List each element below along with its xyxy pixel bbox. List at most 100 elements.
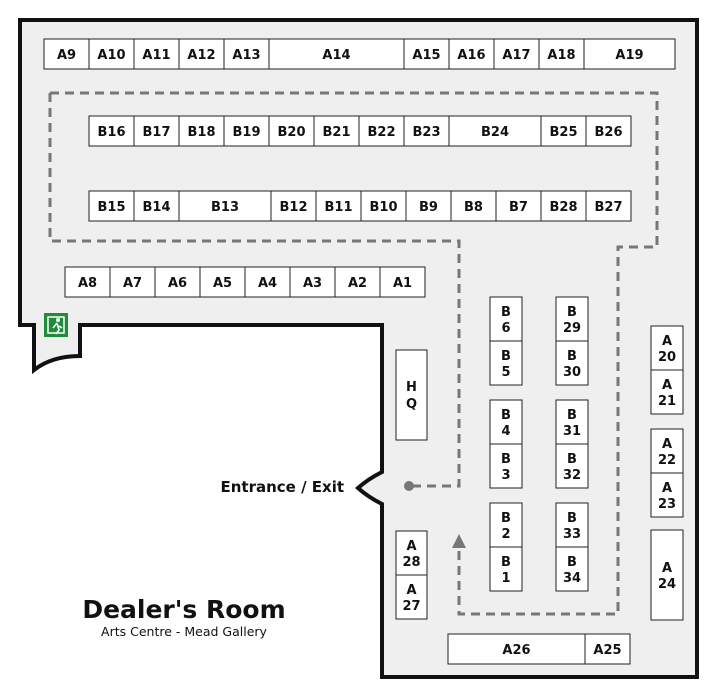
booth-b30[interactable]: B30 bbox=[555, 340, 589, 386]
booth-b27[interactable]: B27 bbox=[585, 190, 632, 222]
booth-b22[interactable]: B22 bbox=[358, 115, 405, 147]
booth-a14[interactable]: A14 bbox=[268, 38, 405, 70]
booth-label: B23 bbox=[413, 125, 441, 140]
booth-a18[interactable]: A18 bbox=[538, 38, 585, 70]
booth-label: B15 bbox=[98, 200, 126, 215]
booth-a28[interactable]: A28 bbox=[395, 530, 428, 576]
booth-b20[interactable]: B20 bbox=[268, 115, 315, 147]
booth-b13[interactable]: B13 bbox=[178, 190, 272, 222]
booth-label: A12 bbox=[187, 48, 215, 63]
booth-label: A16 bbox=[457, 48, 485, 63]
booth-b14[interactable]: B14 bbox=[133, 190, 180, 222]
booth-b33[interactable]: B33 bbox=[555, 502, 589, 548]
booth-b18[interactable]: B18 bbox=[178, 115, 225, 147]
booth-label: 3 bbox=[501, 468, 510, 483]
booth-label: B bbox=[501, 452, 511, 467]
booth-label: B19 bbox=[233, 125, 261, 140]
walking-route-inner bbox=[48, 93, 461, 488]
booth-label: 6 bbox=[501, 321, 510, 336]
emergency-exit-icon bbox=[44, 313, 68, 337]
booth-a23[interactable]: A23 bbox=[650, 472, 684, 518]
floor-wall bbox=[18, 18, 699, 679]
booth-b31[interactable]: B31 bbox=[555, 399, 589, 445]
booth-a20[interactable]: A20 bbox=[650, 325, 684, 371]
booth-b26[interactable]: B26 bbox=[585, 115, 632, 147]
booth-label: A8 bbox=[78, 276, 97, 291]
booth-label: B9 bbox=[419, 200, 438, 215]
booth-b1[interactable]: B1 bbox=[489, 546, 523, 592]
booth-b23[interactable]: B23 bbox=[403, 115, 450, 147]
booth-label: A18 bbox=[547, 48, 575, 63]
booth-label: A7 bbox=[123, 276, 142, 291]
booth-label: A17 bbox=[502, 48, 530, 63]
booth-a11[interactable]: A11 bbox=[133, 38, 180, 70]
booth-label: A15 bbox=[412, 48, 440, 63]
booth-b7[interactable]: B7 bbox=[495, 190, 542, 222]
booth-b11[interactable]: B11 bbox=[315, 190, 362, 222]
booth-label: 31 bbox=[563, 424, 581, 439]
booth-b34[interactable]: B34 bbox=[555, 546, 589, 592]
booth-a10[interactable]: A10 bbox=[88, 38, 135, 70]
booth-a13[interactable]: A13 bbox=[223, 38, 270, 70]
booth-a15[interactable]: A15 bbox=[403, 38, 450, 70]
booth-b21[interactable]: B21 bbox=[313, 115, 360, 147]
booth-b6[interactable]: B6 bbox=[489, 296, 523, 342]
booth-b17[interactable]: B17 bbox=[133, 115, 180, 147]
booth-b9[interactable]: B9 bbox=[405, 190, 452, 222]
booth-label: 28 bbox=[402, 555, 420, 570]
booth-label: B bbox=[501, 408, 511, 423]
booth-a8[interactable]: A8 bbox=[64, 266, 111, 298]
booth-a2[interactable]: A2 bbox=[334, 266, 381, 298]
booth-a5[interactable]: A5 bbox=[199, 266, 246, 298]
booth-b8[interactable]: B8 bbox=[450, 190, 497, 222]
booth-a7[interactable]: A7 bbox=[109, 266, 156, 298]
booth-a17[interactable]: A17 bbox=[493, 38, 540, 70]
booth-a22[interactable]: A22 bbox=[650, 428, 684, 474]
booth-label: 30 bbox=[563, 365, 581, 380]
booth-b28[interactable]: B28 bbox=[540, 190, 587, 222]
booth-a3[interactable]: A3 bbox=[289, 266, 336, 298]
booth-label: A19 bbox=[615, 48, 643, 63]
booth-a4[interactable]: A4 bbox=[244, 266, 291, 298]
booth-label: A14 bbox=[322, 48, 350, 63]
booth-label: B bbox=[501, 555, 511, 570]
booth-label: 33 bbox=[563, 527, 581, 542]
booth-b12[interactable]: B12 bbox=[270, 190, 317, 222]
booth-b29[interactable]: B29 bbox=[555, 296, 589, 342]
booth-b32[interactable]: B32 bbox=[555, 443, 589, 489]
booth-b24[interactable]: B24 bbox=[448, 115, 542, 147]
booth-label: B17 bbox=[143, 125, 171, 140]
booth-a1[interactable]: A1 bbox=[379, 266, 426, 298]
booth-b15[interactable]: B15 bbox=[88, 190, 135, 222]
booth-a6[interactable]: A6 bbox=[154, 266, 201, 298]
booth-label: B bbox=[567, 555, 577, 570]
booth-label: 4 bbox=[501, 424, 510, 439]
booth-b16[interactable]: B16 bbox=[88, 115, 135, 147]
booth-b10[interactable]: B10 bbox=[360, 190, 407, 222]
booth-label: 32 bbox=[563, 468, 581, 483]
booth-b5[interactable]: B5 bbox=[489, 340, 523, 386]
booth-a24[interactable]: A24 bbox=[650, 529, 684, 621]
booth-a12[interactable]: A12 bbox=[178, 38, 225, 70]
booth-b2[interactable]: B2 bbox=[489, 502, 523, 548]
booth-b3[interactable]: B3 bbox=[489, 443, 523, 489]
booth-label: A25 bbox=[593, 643, 621, 658]
booth-a19[interactable]: A19 bbox=[583, 38, 676, 70]
booth-label: A4 bbox=[258, 276, 277, 291]
booth-a16[interactable]: A16 bbox=[448, 38, 495, 70]
booth-label: 20 bbox=[658, 350, 676, 365]
booth-label: 34 bbox=[563, 571, 581, 586]
booth-b25[interactable]: B25 bbox=[540, 115, 587, 147]
booth-a21[interactable]: A21 bbox=[650, 369, 684, 415]
booth-label: Q bbox=[406, 397, 417, 412]
booth-a25[interactable]: A25 bbox=[584, 633, 631, 665]
booth-b19[interactable]: B19 bbox=[223, 115, 270, 147]
booth-a9[interactable]: A9 bbox=[43, 38, 90, 70]
booth-label: B7 bbox=[509, 200, 528, 215]
booth-label: B8 bbox=[464, 200, 483, 215]
booth-hq[interactable]: HQ bbox=[395, 349, 428, 441]
booth-b4[interactable]: B4 bbox=[489, 399, 523, 445]
booth-a27[interactable]: A27 bbox=[395, 574, 428, 620]
booth-a26[interactable]: A26 bbox=[447, 633, 586, 665]
